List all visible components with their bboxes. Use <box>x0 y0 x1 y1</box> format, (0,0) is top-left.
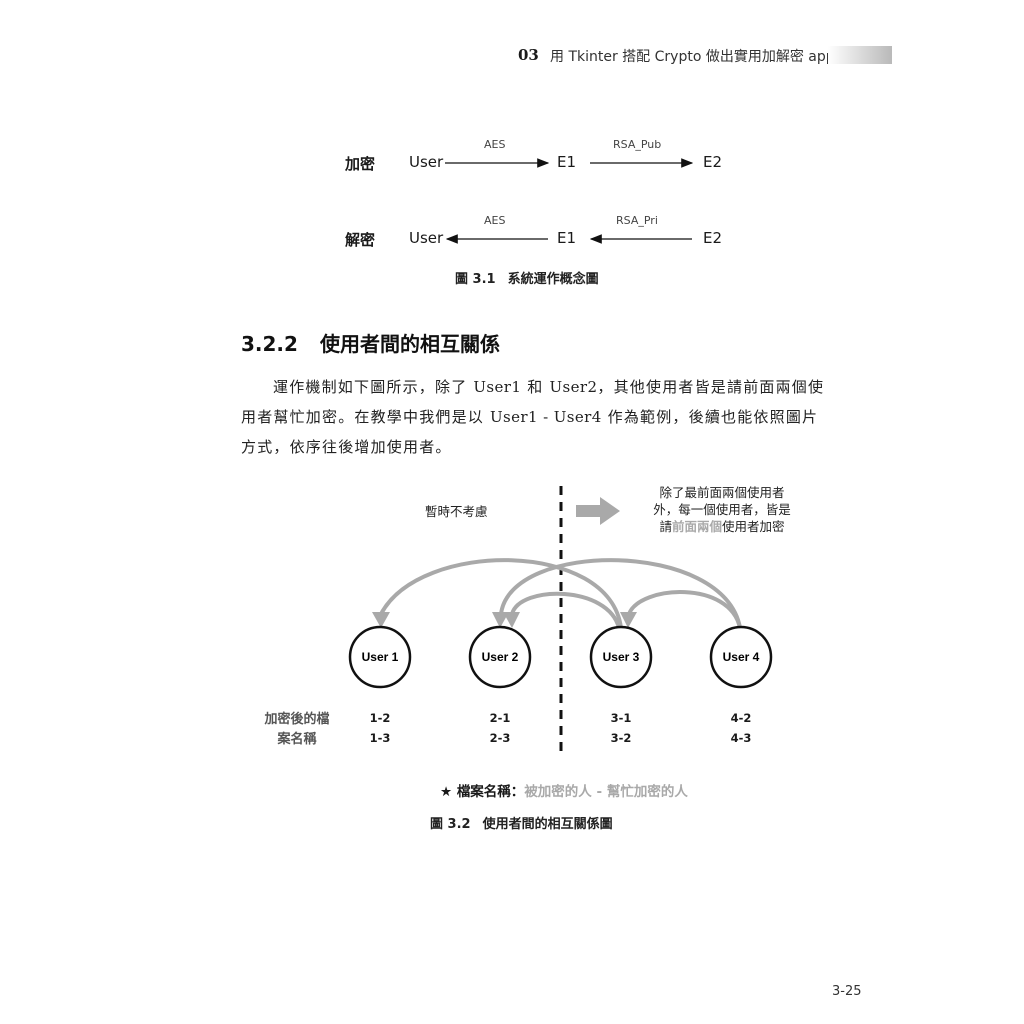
encrypt-node-e1: E1 <box>557 153 577 171</box>
user-node-1: User 1 <box>348 625 412 689</box>
arrowhead-user2-a <box>492 612 509 628</box>
para-user-range: User1 - User4 <box>489 408 602 426</box>
para-user2: User2 <box>549 378 598 396</box>
figure-3-2-caption-text: 使用者間的相互關係圖 <box>482 817 613 832</box>
body-paragraph: 運作機制如下圖所示，除了 User1 和 User2，其他使用者皆是請前面兩個使… <box>241 372 826 462</box>
user-node-2-label: User 2 <box>482 650 519 664</box>
curve-user4-to-user2 <box>499 558 742 629</box>
section-heading: 3.2.2 使用者間的相互關係 <box>241 328 500 357</box>
big-gray-arrow <box>576 497 620 525</box>
figure-3-2-caption-number: 圖 3.2 <box>430 817 471 832</box>
right-note-line-2: 外，每一個使用者，皆是 <box>653 502 791 517</box>
right-note-line-3: 請前面兩個使用者加密 <box>659 519 785 534</box>
arrowhead-user3 <box>620 612 637 628</box>
figure-3-1-caption-text: 系統運作概念圖 <box>507 272 599 287</box>
encrypt-rsa-label: RSA_Pub <box>613 138 662 151</box>
arrowhead-user2-b <box>503 612 520 628</box>
not-considered-note: 暫時不考慮 <box>425 504 488 519</box>
para-user1: User1 <box>473 378 522 396</box>
legend-highlight: 被加密的人 - 幫忙加密的人 <box>524 784 688 800</box>
user-node-4: User 4 <box>709 625 773 689</box>
arrowhead-user1 <box>372 612 390 628</box>
decrypt-node-e2: E2 <box>703 229 723 247</box>
chapter-title: 用 Tkinter 搭配 Crypto 做出實用加解密 app <box>550 49 835 65</box>
curve-user3-to-user1 <box>379 558 623 629</box>
decrypt-rsa-label: RSA_Pri <box>616 214 658 227</box>
encrypted-filename-row-label: 加密後的檔案名稱 <box>264 712 330 747</box>
curve-user3-to-user2 <box>510 591 621 629</box>
page-number: 3-25 <box>832 984 862 999</box>
para-text-3: ，其他使用者皆是請前面兩個使用者幫忙加密。在教學中我們是以 <box>241 378 825 426</box>
section-title: 使用者間的相互關係 <box>319 332 500 356</box>
decrypt-node-user: User <box>409 229 444 247</box>
section-number: 3.2.2 <box>241 332 298 356</box>
figure-3-2-caption: 圖 3.2 使用者間的相互關係圖 <box>430 813 613 832</box>
user-node-1-label: User 1 <box>362 650 399 664</box>
filename-legend: ★ 檔案名稱：被加密的人 - 幫忙加密的人 <box>440 784 688 800</box>
user-node-2: User 2 <box>468 625 532 689</box>
para-text-1: 運作機制如下圖所示，除了 <box>273 378 474 396</box>
user-node-4-label: User 4 <box>723 650 760 664</box>
user-node-3: User 3 <box>589 625 653 689</box>
header-gradient-bar <box>828 46 892 64</box>
figure-3-1-caption-number: 圖 3.1 <box>455 272 496 287</box>
decrypt-node-e1: E1 <box>557 229 577 247</box>
para-text-4: 作為範例，後續也能依照圖片方式，依序往後增加使用者。 <box>241 408 819 456</box>
encrypt-aes-label: AES <box>484 138 506 151</box>
chapter-number: 03 <box>518 46 539 64</box>
para-text-2: 和 <box>521 378 550 396</box>
right-note-line-1: 除了最前面兩個使用者 <box>659 485 785 500</box>
user-node-3-label: User 3 <box>603 650 640 664</box>
star-icon: ★ <box>440 784 453 800</box>
curve-user4-to-user3 <box>627 590 742 629</box>
figure-3-1-arrows <box>445 158 694 244</box>
encrypt-label: 加密 <box>345 155 376 173</box>
encrypt-node-e2: E2 <box>703 153 723 171</box>
encrypt-node-user: User <box>409 153 444 171</box>
right-note: 除了最前面兩個使用者 外，每一個使用者，皆是 請前面兩個使用者加密 <box>632 484 812 535</box>
decrypt-label: 解密 <box>345 231 376 249</box>
figure-3-1-caption: 圖 3.1 系統運作概念圖 <box>455 268 599 287</box>
decrypt-aes-label: AES <box>484 214 506 227</box>
